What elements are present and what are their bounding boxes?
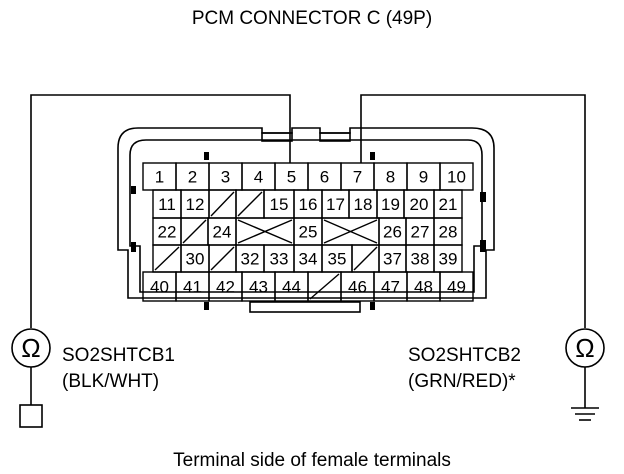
terminal-number: 7	[353, 168, 362, 187]
terminal-number: 33	[270, 250, 289, 269]
terminal-number: 24	[213, 223, 232, 242]
terminal-number: 47	[381, 278, 400, 297]
terminal-number: 49	[447, 278, 466, 297]
blank-terminal-slash	[353, 246, 378, 271]
terminal-number: 30	[186, 250, 205, 269]
terminal-number: 19	[381, 195, 400, 214]
terminal-number: 18	[354, 195, 373, 214]
blank-terminal-cross	[237, 219, 293, 244]
blank-terminal-slash	[210, 191, 235, 217]
terminal-number: 12	[186, 195, 205, 214]
left-sensor-wire: (BLK/WHT)	[62, 371, 159, 392]
terminal-number: 16	[299, 195, 318, 214]
terminal-number: 3	[221, 168, 230, 187]
terminal-number: 2	[188, 168, 197, 187]
right-sensor-wire: (GRN/RED)*	[408, 371, 516, 392]
terminal-number: 42	[216, 278, 235, 297]
terminal-number: 4	[254, 168, 263, 187]
terminal-number: 10	[447, 168, 466, 187]
latch-marks	[131, 152, 486, 310]
terminal-cell	[439, 271, 474, 302]
left-ohmmeter-icon: Ω	[21, 333, 40, 363]
terminal-number: 46	[348, 278, 367, 297]
terminal-number: 38	[411, 250, 430, 269]
terminal-number: 28	[439, 223, 458, 242]
terminal-number: 17	[326, 195, 345, 214]
right-ohmmeter-icon: Ω	[575, 333, 594, 363]
terminal-number: 22	[158, 223, 177, 242]
terminal-number: 20	[410, 195, 429, 214]
terminal-number: 34	[299, 250, 318, 269]
left-sensor-name: SO2SHTCB1	[62, 345, 175, 366]
terminal-number: 5	[287, 168, 296, 187]
blank-terminal-slash	[210, 246, 235, 271]
terminal-number: 39	[439, 250, 458, 269]
terminal-number: 15	[270, 195, 289, 214]
connector-housing	[117, 127, 495, 313]
terminal-number: 41	[183, 278, 202, 297]
terminal-number: 48	[414, 278, 433, 297]
blank-terminal-cross	[323, 219, 378, 244]
terminal-number: 11	[158, 195, 176, 214]
terminal-number: 27	[411, 223, 430, 242]
terminal-number: 26	[383, 223, 402, 242]
terminal-number: 40	[150, 278, 169, 297]
terminal-number: 32	[241, 250, 260, 269]
terminal-number: 8	[386, 168, 395, 187]
terminal-number: 9	[419, 168, 428, 187]
terminal-number: 21	[439, 195, 458, 214]
diagram-caption: Terminal side of female terminals	[173, 450, 451, 471]
terminal-number: 1	[155, 168, 164, 187]
right-sensor-name: SO2SHTCB2	[408, 345, 521, 366]
blank-terminal-slash	[237, 191, 263, 217]
terminal-number: 43	[249, 278, 268, 297]
blank-terminal-slash	[309, 273, 340, 300]
diagram-title: PCM CONNECTOR C (49P)	[192, 8, 432, 29]
terminal-number: 35	[328, 250, 347, 269]
terminal-number: 6	[320, 168, 329, 187]
terminal-number: 25	[299, 223, 318, 242]
blank-terminal-slash	[154, 246, 180, 271]
terminal-number: 44	[282, 278, 301, 297]
right-circuit	[360, 94, 605, 421]
left-circuit	[11, 94, 291, 428]
blank-terminal-slash	[182, 219, 207, 244]
terminal-number: 37	[383, 250, 402, 269]
